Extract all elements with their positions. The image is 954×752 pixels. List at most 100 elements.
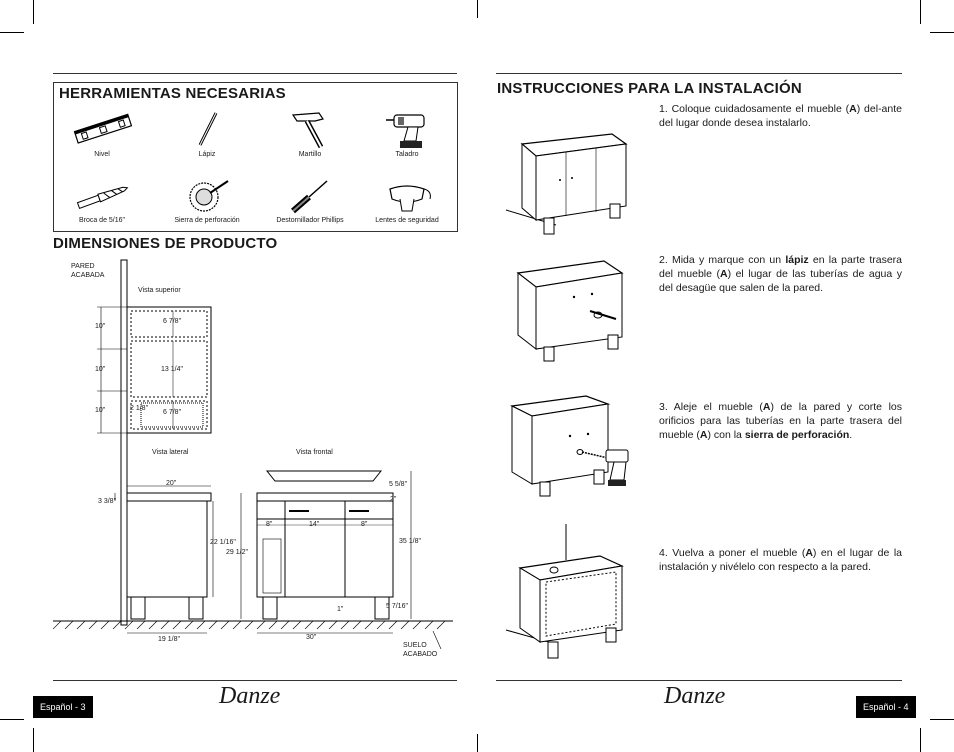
floor-label-line: SUELO (403, 642, 427, 649)
tool-level: Nivel (54, 109, 150, 158)
tool-label: Lentes de seguridad (375, 217, 439, 224)
step-text-part: ) el lugar de las tuberías de agua y del… (659, 268, 902, 294)
step-2-text: 2. Mida y marque con un lápiz en la part… (659, 253, 902, 295)
logo-text: Danze (664, 683, 726, 709)
side-view-label: Vista lateral (152, 449, 189, 456)
crop-mark (930, 719, 954, 720)
dim-label: 13 1/4" (161, 366, 183, 373)
step-3-illustration (509, 395, 629, 497)
dim-label: 1" (337, 606, 344, 613)
dim-label: 10" (95, 323, 106, 330)
front-view-label: Vista frontal (296, 449, 333, 456)
crop-mark (0, 32, 24, 33)
tool-label: Taladro (395, 151, 419, 158)
step-4-text: 4. Vuelva a poner el mueble (A) en el lu… (659, 546, 902, 574)
tool-drill-bit: Broca de 5/16" (54, 175, 150, 224)
step-text-bold: A (719, 268, 728, 280)
dim-label: 14" (309, 521, 320, 528)
center-mark (477, 734, 478, 752)
dim-label: 6 7/8" (163, 318, 182, 325)
dim-label: 35 1/8" (399, 538, 421, 545)
product-dimension-diagram (53, 259, 453, 650)
page-number-tag: Español - 4 (856, 696, 916, 718)
tool-label: Sierra de perforación (174, 217, 240, 224)
step-text-bold: A (762, 401, 771, 413)
page-number-tag: Español - 3 (33, 696, 93, 718)
drill-icon (386, 114, 425, 148)
step-text-part: 3. Aleje el mueble ( (659, 401, 763, 413)
crop-mark (930, 32, 954, 33)
hammer-icon (291, 112, 324, 149)
tool-label: Lápiz (198, 151, 216, 158)
step-text-part: ) con la (707, 429, 745, 441)
dim-label: 2 1/8" (130, 405, 149, 412)
drill-bit-icon (76, 186, 129, 210)
hole-saw-icon (189, 180, 229, 212)
step-4-illustration (505, 524, 625, 659)
step-text-part: 2. Mida y marque con un (659, 254, 786, 266)
header-rule-left (53, 73, 457, 74)
level-icon (73, 113, 133, 144)
step-text-bold: A (699, 429, 708, 441)
crop-mark (920, 0, 921, 24)
step-1-illustration (505, 133, 628, 235)
tool-hole-saw: Sierra de perforación (159, 175, 255, 224)
step-text-part: . (849, 429, 853, 441)
footer-rule-right (496, 680, 902, 681)
dim-label: 29 1/2" (226, 549, 248, 556)
wall-label-line: PARED (71, 263, 95, 270)
step-text-part: 4. Vuelva a poner el mueble ( (659, 547, 806, 559)
dim-label: 8" (266, 521, 273, 528)
tool-label: Broca de 5/16" (78, 217, 126, 224)
step-text-part: en la parte trasera del mueble ( (659, 254, 903, 280)
tool-label: Nivel (94, 151, 110, 158)
dim-label: 6 7/8" (163, 409, 182, 416)
tool-safety-glasses: Lentes de seguridad (359, 175, 455, 224)
step-text-part: ) en el lugar de la instalación y nivéle… (659, 547, 903, 573)
tools-box: HERRAMIENTAS NECESARIAS Nivel Lápiz Mart… (53, 82, 458, 232)
dim-label: 22 1/16" (210, 539, 236, 546)
dim-label: 19 1/8" (158, 636, 180, 643)
danze-logo: Danze (664, 683, 725, 710)
step-3-text: 3. Aleje el mueble (A) de la pared y cor… (659, 400, 902, 442)
tool-pencil: Lápiz (159, 109, 255, 158)
screwdriver-icon (291, 180, 328, 214)
step-text-bold: A (849, 103, 857, 115)
header-rule-right (496, 73, 902, 74)
tool-screwdriver: Destornillador Phillips (262, 175, 358, 224)
dim-label: 8" (361, 521, 368, 528)
tool-label: Destornillador Phillips (276, 217, 344, 224)
step-text-bold: lápiz (785, 254, 809, 266)
safety-glasses-icon (389, 185, 431, 212)
dim-label: 5 5/8" (389, 481, 408, 488)
dim-label: 10" (95, 407, 106, 414)
step-text-part: ) del-ante del lugar donde desea instala… (659, 103, 902, 129)
dim-label: 10" (95, 366, 106, 373)
tool-drill: Taladro (359, 109, 455, 158)
step-2-illustration (516, 260, 624, 362)
dim-label: 2" (390, 496, 397, 503)
install-title: INSTRUCCIONES PARA LA INSTALACIÓN (497, 80, 802, 97)
floor-label: SUELO ACABADO (403, 641, 437, 659)
floor-label-line: ACABADO (403, 651, 438, 658)
wall-label: PARED ACABADA (71, 262, 104, 280)
danze-logo: Danze (219, 683, 280, 710)
step-1-text: 1. Coloque cuidadosamente el mueble (A) … (659, 102, 902, 130)
pencil-icon (198, 112, 218, 146)
top-view-label: Vista superior (138, 287, 181, 294)
dimensions-title: DIMENSIONES DE PRODUCTO (53, 235, 278, 252)
step-text-part: ) de la pared y corte los orificios para… (659, 401, 902, 441)
logo-text: Danze (219, 683, 281, 709)
tool-hammer: Martillo (262, 109, 358, 158)
dim-label: 3 3/8" (98, 498, 117, 505)
wall-label-line: ACABADA (71, 272, 105, 279)
tools-title: HERRAMIENTAS NECESARIAS (59, 85, 286, 102)
tool-label: Martillo (298, 151, 322, 158)
crop-mark (33, 0, 34, 24)
crop-mark (920, 728, 921, 752)
step-text-bold: sierra de perforación (744, 429, 850, 441)
dim-label: 20" (166, 480, 177, 487)
footer-rule-left (53, 680, 457, 681)
step-text-bold: A (805, 547, 813, 559)
crop-mark (33, 728, 34, 752)
